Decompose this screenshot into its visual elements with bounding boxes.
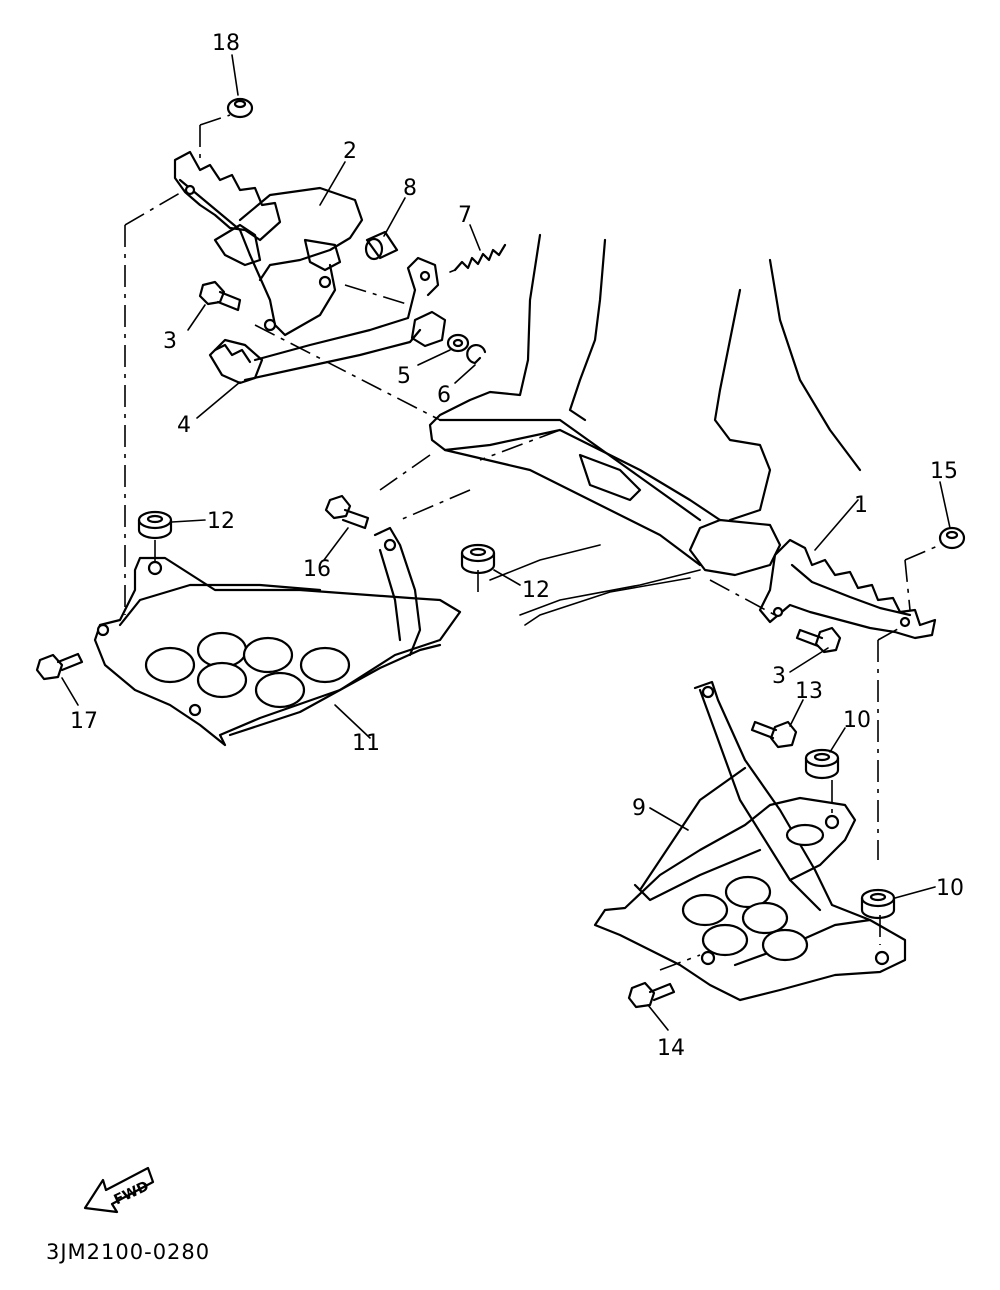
- part-5-washer: [446, 333, 470, 353]
- callout-3-left: 3: [163, 329, 177, 354]
- part-1-footrest-right: [758, 538, 937, 640]
- part-6-clip: [466, 343, 487, 365]
- part-3-bolt-right: [795, 626, 842, 654]
- callout-10-upper: 10: [843, 708, 871, 733]
- drawing-code: 3JM2100-0280: [46, 1240, 211, 1264]
- leader-lines: [61, 54, 951, 1031]
- callout-13: 13: [795, 679, 823, 704]
- part-10-grommet-upper: [804, 748, 840, 780]
- callout-5: 5: [397, 364, 411, 389]
- callout-16: 16: [303, 557, 331, 582]
- part-15-nut: [938, 526, 966, 550]
- assembly-lines: [124, 114, 941, 971]
- callout-4: 4: [177, 413, 191, 438]
- callout-12-left: 12: [207, 509, 235, 534]
- callout-1: 1: [854, 493, 868, 518]
- part-11-guard-left: [93, 526, 462, 747]
- callout-9: 9: [632, 796, 646, 821]
- callout-7: 7: [458, 203, 472, 228]
- callout-8: 8: [403, 176, 417, 201]
- part-12-grommet-middle: [460, 543, 496, 575]
- part-7-spring: [449, 243, 507, 273]
- callout-17: 17: [70, 709, 98, 734]
- callout-2: 2: [343, 139, 357, 164]
- part-9-guard-right: [593, 680, 907, 1002]
- part-14-bolt: [627, 981, 676, 1009]
- part-2-footrest-bracket: [173, 150, 364, 337]
- callout-18: 18: [212, 31, 240, 56]
- fwd-arrow-icon: FWD: [83, 1166, 155, 1214]
- callouts: 18 2 8 7 3 5 6 4 12 16 12 17 11 15 1 3 1…: [70, 31, 964, 1061]
- callout-3-right: 3: [772, 664, 786, 689]
- part-12-grommet-left: [137, 510, 173, 540]
- part-8-pin: [364, 230, 399, 261]
- part-10-grommet-lower: [860, 888, 896, 920]
- part-4-footrest-arm: [208, 256, 447, 385]
- frame-outline: [428, 233, 862, 626]
- callout-12-middle: 12: [522, 578, 550, 603]
- callout-10-lower: 10: [936, 876, 964, 901]
- part-17-bolt: [35, 652, 84, 681]
- part-13-bolt: [750, 720, 798, 749]
- part-16-bolt: [324, 494, 370, 530]
- callout-11: 11: [352, 731, 380, 756]
- part-3-bolt-left: [198, 280, 242, 312]
- callout-6: 6: [437, 383, 451, 408]
- callout-15: 15: [930, 459, 958, 484]
- part-18-nut: [226, 97, 254, 119]
- callout-14: 14: [657, 1036, 685, 1061]
